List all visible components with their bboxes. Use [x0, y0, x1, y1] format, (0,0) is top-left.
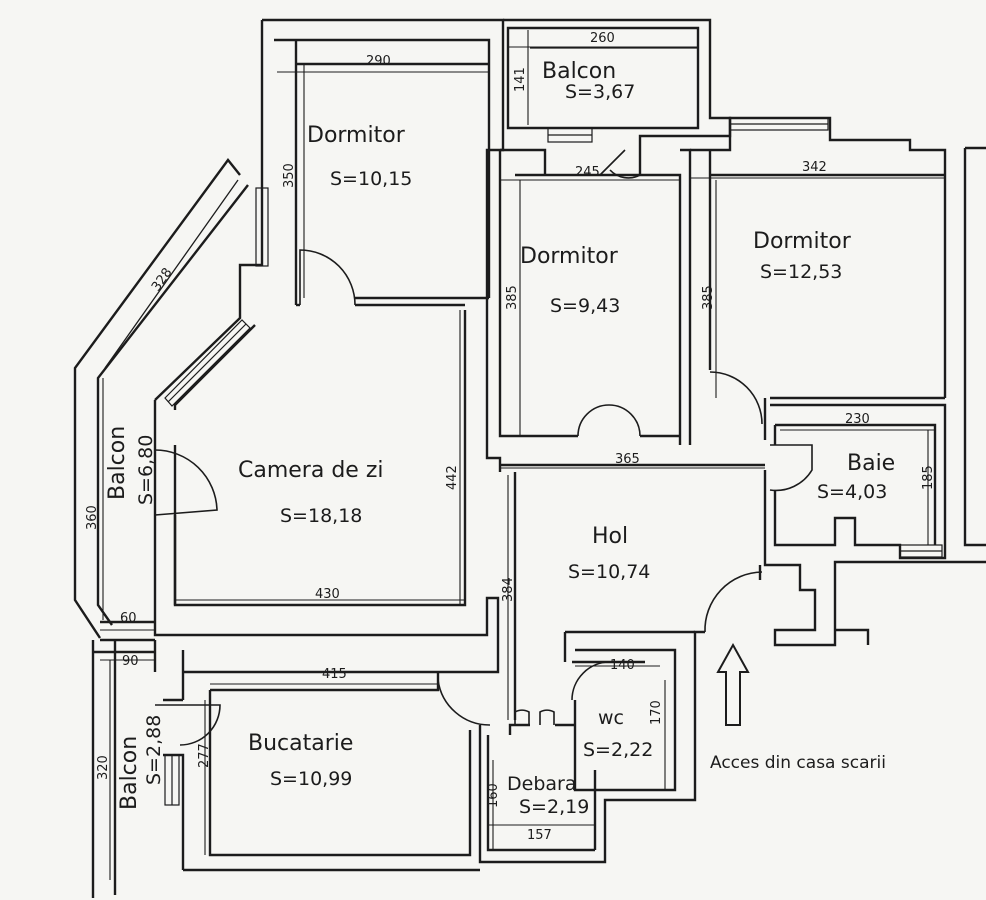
- windows: [164, 117, 943, 806]
- room-balcon-bottom: Balcon S=2,88: [117, 715, 165, 810]
- dim-label: 260: [590, 31, 615, 46]
- dim-label: 415: [322, 667, 347, 682]
- room-dormitor-2: Dormitor S=9,43: [520, 244, 620, 317]
- room-name: Hol: [592, 524, 628, 549]
- access-note: Acces din casa scarii: [710, 753, 886, 773]
- dim-label: 277: [197, 743, 212, 768]
- room-name: Balcon: [105, 426, 130, 500]
- room-name: Balcon: [117, 736, 142, 810]
- room-dormitor-3: Dormitor S=12,53: [753, 229, 852, 283]
- dim-label: 60: [120, 611, 137, 626]
- dim-label: 350: [282, 163, 297, 188]
- room-area: S=4,03: [817, 481, 887, 503]
- room-area: S=10,74: [568, 561, 650, 583]
- room-dormitor-1: Dormitor S=10,15: [307, 123, 412, 190]
- room-name: Dormitor: [307, 123, 406, 148]
- room-area: S=2,22: [583, 739, 653, 761]
- room-camera-de-zi: Camera de zi S=18,18: [238, 458, 383, 527]
- room-baie: Baie S=4,03: [817, 451, 895, 503]
- room-name: Camera de zi: [238, 458, 383, 483]
- room-area: S=6,80: [135, 435, 157, 505]
- room-name: Baie: [847, 451, 895, 476]
- dim-label: 140: [610, 658, 635, 673]
- dim-label: 320: [96, 755, 111, 780]
- dim-label: 365: [615, 452, 640, 467]
- dim-label: 157: [527, 828, 552, 843]
- room-area: S=10,99: [270, 768, 352, 790]
- room-hol: Hol S=10,74: [568, 524, 650, 583]
- dim-label: 245: [575, 165, 600, 180]
- room-wc: wc S=2,22: [583, 707, 653, 761]
- room-name: Bucatarie: [248, 731, 353, 756]
- dim-label: 360: [85, 505, 100, 530]
- room-balcon-left: Balcon S=6,80: [105, 426, 157, 505]
- room-name: Balcon: [542, 59, 616, 84]
- room-debara: Debara S=2,19: [507, 773, 589, 818]
- dimension-labels: 290 260 141 350 245 342 328 385 385 230 …: [85, 31, 936, 843]
- room-name: Debara: [507, 773, 576, 795]
- access-arrow: [716, 642, 750, 726]
- dim-label: 141: [513, 67, 528, 92]
- dim-label: 385: [505, 285, 520, 310]
- dimension-lines: [100, 30, 945, 880]
- room-area: S=3,67: [565, 81, 635, 103]
- room-area: S=18,18: [280, 505, 362, 527]
- dim-label: 442: [445, 465, 460, 490]
- room-balcon-top: Balcon S=3,67: [542, 59, 635, 103]
- room-name: Dormitor: [520, 244, 619, 269]
- dim-label: 385: [701, 285, 716, 310]
- room-name: wc: [598, 707, 624, 729]
- arrow-up-icon: [716, 642, 750, 726]
- dim-label: 230: [845, 412, 870, 427]
- room-area: S=2,88: [143, 715, 165, 785]
- room-area: S=9,43: [550, 295, 620, 317]
- dim-label: 170: [649, 700, 664, 725]
- room-area: S=12,53: [760, 261, 842, 283]
- dim-label: 430: [315, 587, 340, 602]
- room-area: S=10,15: [330, 168, 412, 190]
- dim-label: 185: [921, 465, 936, 490]
- room-bucatarie: Bucatarie S=10,99: [248, 731, 353, 790]
- room-name: Dormitor: [753, 229, 852, 254]
- dim-label: 90: [122, 654, 139, 669]
- dim-label: 290: [366, 54, 391, 69]
- dim-label: 384: [501, 577, 516, 602]
- dim-label: 160: [486, 783, 501, 808]
- room-area: S=2,19: [519, 796, 589, 818]
- dim-label: 328: [149, 265, 176, 294]
- dim-label: 342: [802, 160, 827, 175]
- doors: [154, 149, 813, 746]
- walls: [73, 18, 986, 898]
